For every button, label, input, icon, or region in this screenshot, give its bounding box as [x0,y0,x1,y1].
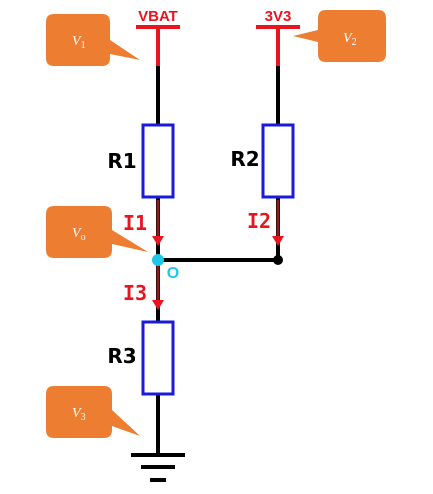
supply-3v3-label: 3V3 [265,8,292,25]
current-i2-label: I2 [247,209,271,233]
svg-text:V3: V3 [72,406,86,423]
svg-text:V1: V1 [72,34,86,51]
arrow-down-icon [272,236,284,246]
supply-vbat-label: VBAT [138,8,178,25]
supply-vbat: VBAT [136,8,180,66]
resistor-r1-body [141,123,175,199]
resistor-r2-label: R2 [230,147,259,171]
svg-text:Vo: Vo [72,226,86,243]
resistor-r3: R3 [107,320,175,396]
node-o-dot [152,254,164,266]
resistor-r3-label: R3 [107,344,136,368]
callout-v3-main: V [72,406,82,421]
supply-3v3: 3V3 [256,8,300,66]
resistor-r3-body [141,320,175,396]
resistor-r1-label: R1 [107,149,136,173]
junction-dot [273,255,283,265]
arrow-down-icon [152,236,164,246]
callout-v2: V2 [293,10,386,62]
current-highlights [156,200,280,306]
node-o-label: O [167,265,179,282]
resistor-r2: R2 [230,123,295,199]
callout-v3-sub: 3 [81,412,86,423]
callout-v3: V3 [46,386,140,438]
ground-icon [131,453,185,482]
callout-v2-main: V [343,31,353,46]
callout-v2-sub: 2 [352,37,357,48]
callout-vo-sub: o [81,232,86,243]
resistor-r2-body [261,123,295,199]
arrow-down-icon [152,300,164,310]
current-i3-label: I3 [123,281,147,305]
current-i1-label: I1 [123,211,147,235]
current-arrows [152,236,284,310]
callout-v1-main: V [72,34,82,49]
callout-vo-main: V [72,226,82,241]
callout-v1-sub: 1 [81,40,86,51]
callout-v1: V1 [46,14,140,66]
resistor-r1: R1 [107,123,175,199]
svg-text:V2: V2 [343,31,357,48]
callout-vo: Vo [46,206,148,258]
wires [156,66,280,455]
